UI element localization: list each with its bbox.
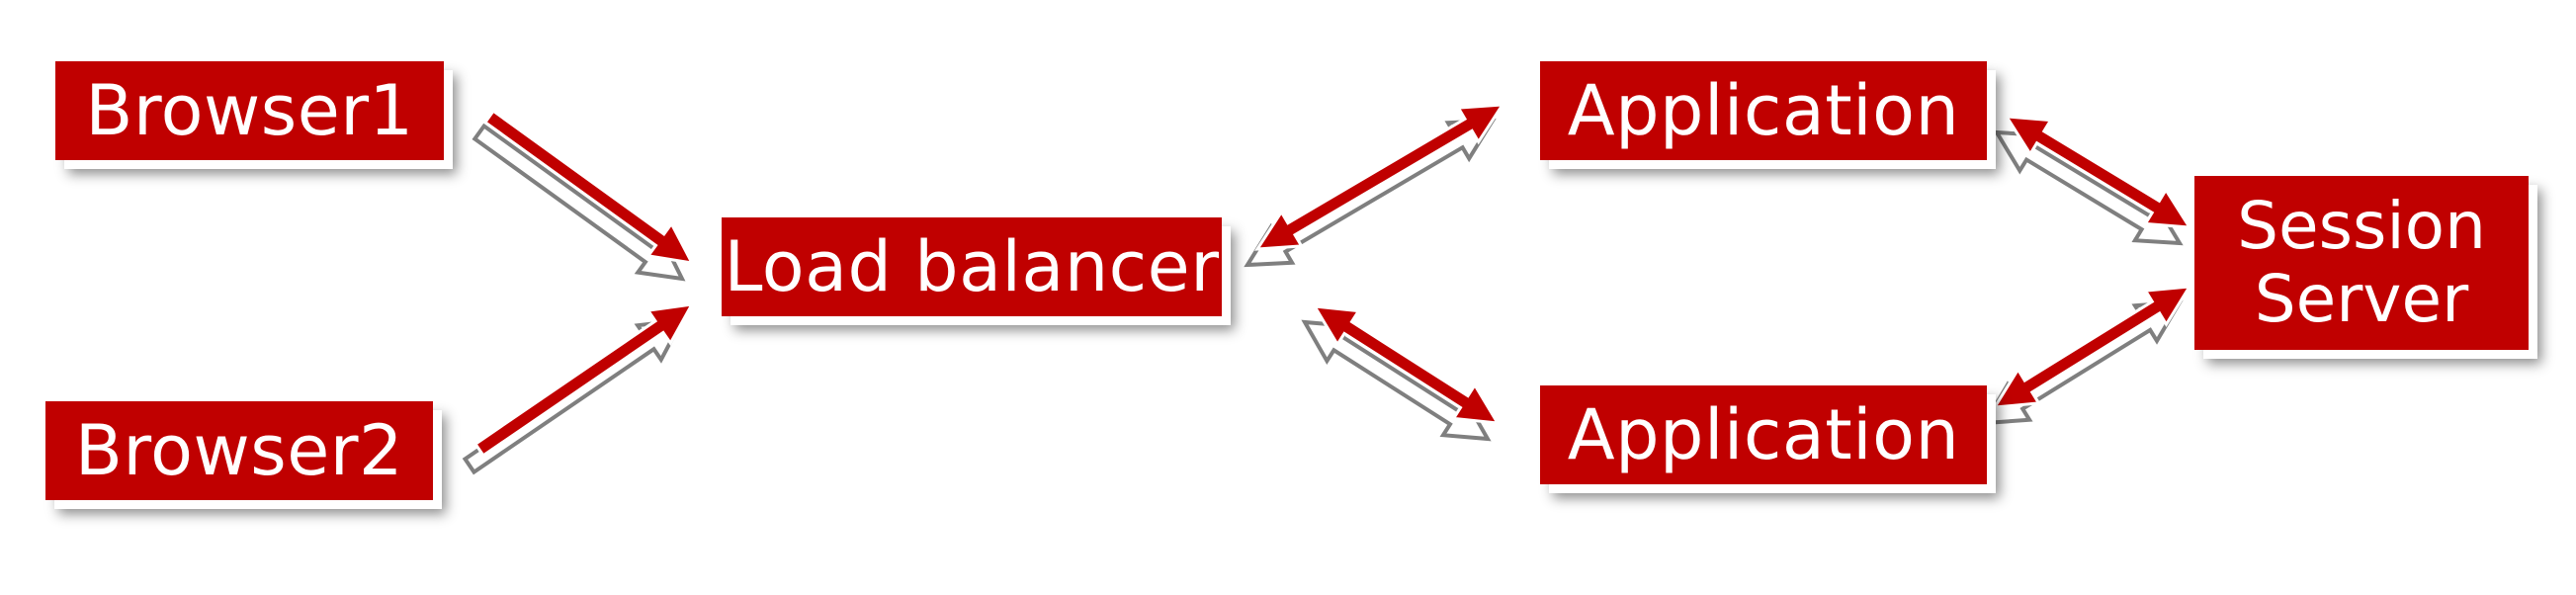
arrow-load-balancer-to-application-bottom (1301, 304, 1501, 442)
arrow-browser1-to-load-balancer (472, 109, 695, 282)
arrow-body (1312, 304, 1501, 425)
arrow-body (1992, 285, 2192, 409)
browser1-node: Browser1 (55, 61, 444, 160)
arrow-shadow (1993, 129, 2184, 246)
arrow-body (2004, 115, 2192, 229)
arrow-body (1254, 103, 1505, 251)
load-balancer-label: Load balancer (724, 226, 1220, 307)
load-balancer-node: Load balancer (722, 217, 1222, 316)
application-bottom-node: Application (1540, 385, 1987, 484)
session-server-node: Session Server (2194, 176, 2529, 350)
arrow-body (482, 109, 695, 265)
arrow-body (472, 302, 695, 458)
arrow-application-top-to-session-server (1993, 115, 2192, 246)
arrow-application-bottom-to-session-server (1981, 285, 2192, 426)
browser2-label: Browser2 (74, 410, 404, 491)
browser1-label: Browser1 (85, 70, 414, 151)
arrow-load-balancer-to-application-top (1244, 103, 1505, 268)
application-top-label: Application (1567, 70, 1960, 151)
browser2-node: Browser2 (45, 401, 433, 500)
arrow-shadow (1301, 319, 1492, 442)
session-server-label-line2: Server (2254, 261, 2469, 337)
application-top-node: Application (1540, 61, 1987, 160)
application-bottom-label: Application (1567, 394, 1960, 475)
session-server-label-line1: Session (2237, 188, 2486, 265)
arrow-browser2-to-load-balancer (462, 302, 695, 475)
